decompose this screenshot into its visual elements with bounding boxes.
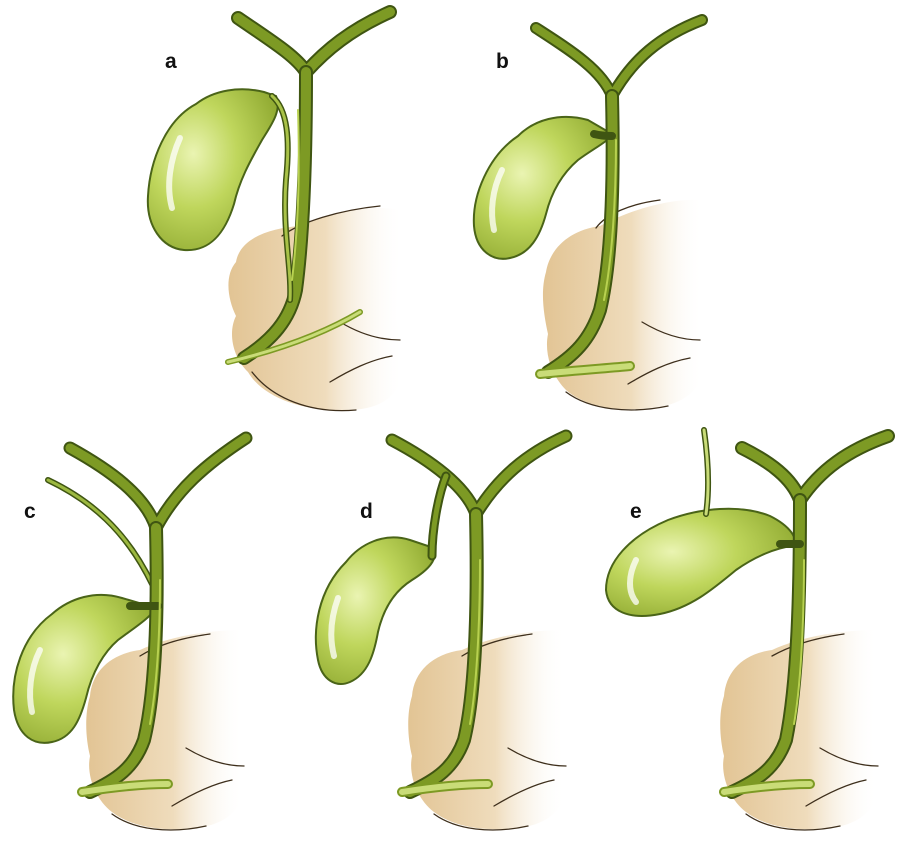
panel-d: d <box>316 436 566 830</box>
duodenum-c <box>86 630 244 830</box>
duodenum-b <box>543 200 704 410</box>
panel-label-e: e <box>630 500 642 523</box>
gallbladder-a <box>148 89 278 250</box>
panel-label-c: c <box>24 500 36 523</box>
panel-e: e <box>606 430 888 830</box>
panel-label-a: a <box>165 50 177 73</box>
panel-a: a <box>148 12 404 411</box>
panel-label-d: d <box>360 500 373 523</box>
panel-b: b <box>474 20 704 410</box>
gallbladder-e <box>606 509 795 616</box>
gallbladder-d <box>316 537 435 683</box>
panel-label-b: b <box>496 50 509 73</box>
panel-c: c <box>13 438 246 830</box>
duodenum-a <box>228 206 404 411</box>
duodenum-d <box>408 630 566 830</box>
